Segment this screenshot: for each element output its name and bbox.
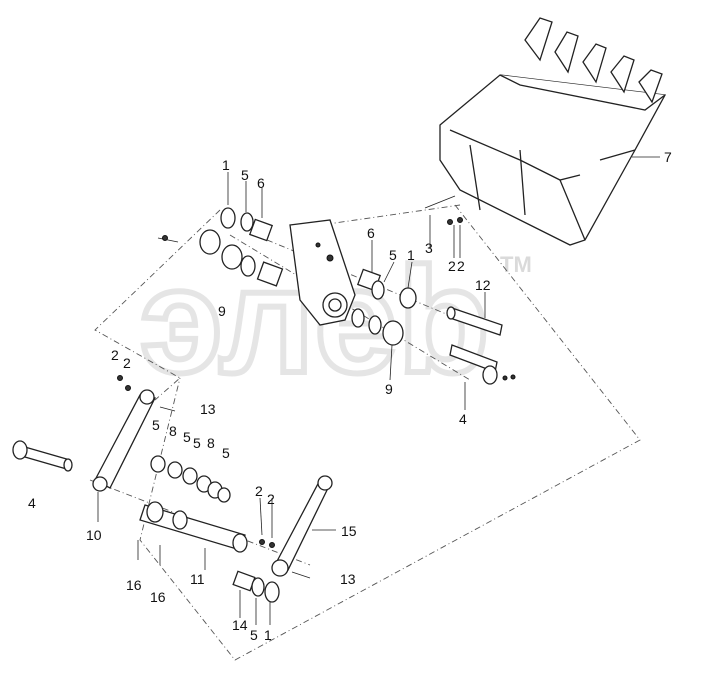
callout-label: 3 bbox=[425, 240, 433, 256]
middle-washers bbox=[150, 455, 231, 503]
cross-tube bbox=[137, 501, 248, 565]
callout-label: 5 bbox=[241, 167, 249, 183]
callout-label: 9 bbox=[218, 303, 226, 319]
callout-label: 11 bbox=[190, 571, 205, 587]
callout-label: 9 bbox=[385, 381, 393, 397]
bucket-teeth bbox=[524, 17, 663, 104]
lower-bushings bbox=[232, 570, 280, 603]
bolts-upper-right bbox=[424, 195, 463, 225]
pins-right bbox=[446, 306, 516, 385]
left-pin bbox=[12, 440, 73, 472]
leader-lines bbox=[97, 156, 660, 625]
callout-label: 5 bbox=[389, 247, 397, 263]
bucket bbox=[439, 17, 667, 246]
assembly-line bbox=[139, 204, 641, 661]
callouts: 1 5 6 6 5 1 3 2 2 12 7 9 9 2 2 13 4 5 8 … bbox=[28, 149, 672, 643]
callout-label: 13 bbox=[340, 571, 356, 587]
callout-label: 10 bbox=[86, 527, 102, 543]
callout-label: 5 bbox=[193, 435, 201, 451]
callout-label: 16 bbox=[150, 589, 166, 605]
callout-label: 6 bbox=[367, 225, 375, 241]
callout-label: 14 bbox=[232, 617, 248, 633]
callout-label: 2 bbox=[123, 355, 131, 371]
callout-label: 4 bbox=[28, 495, 36, 511]
callout-label: 1 bbox=[264, 627, 272, 643]
upper-link bbox=[92, 375, 176, 492]
callout-label: 2 bbox=[267, 491, 275, 507]
callout-label: 7 bbox=[664, 149, 672, 165]
callout-label: 1 bbox=[407, 247, 415, 263]
callout-label: 16 bbox=[126, 577, 142, 593]
assembly-line bbox=[94, 209, 221, 401]
upper-left-bushings bbox=[157, 207, 284, 287]
right-bushings bbox=[351, 268, 417, 346]
callout-label: 5 bbox=[152, 417, 160, 433]
callout-label: 2 bbox=[448, 258, 456, 274]
callout-label: 5 bbox=[183, 429, 191, 445]
callout-label: 8 bbox=[169, 423, 177, 439]
callout-label: 13 bbox=[200, 401, 216, 417]
callout-label: 2 bbox=[457, 258, 465, 274]
callout-label: 5 bbox=[222, 445, 230, 461]
watermark-trademark: TM bbox=[500, 252, 532, 277]
callout-label: 2 bbox=[255, 483, 263, 499]
callout-label: 15 bbox=[341, 523, 357, 539]
lower-link bbox=[259, 475, 333, 579]
callout-label: 1 bbox=[222, 157, 230, 173]
callout-label: 5 bbox=[250, 627, 258, 643]
callout-label: 8 bbox=[207, 435, 215, 451]
callout-label: 4 bbox=[459, 411, 467, 427]
callout-label: 6 bbox=[257, 175, 265, 191]
boom-arm bbox=[289, 219, 356, 326]
callout-label: 12 bbox=[475, 277, 491, 293]
callout-label: 2 bbox=[111, 347, 119, 363]
